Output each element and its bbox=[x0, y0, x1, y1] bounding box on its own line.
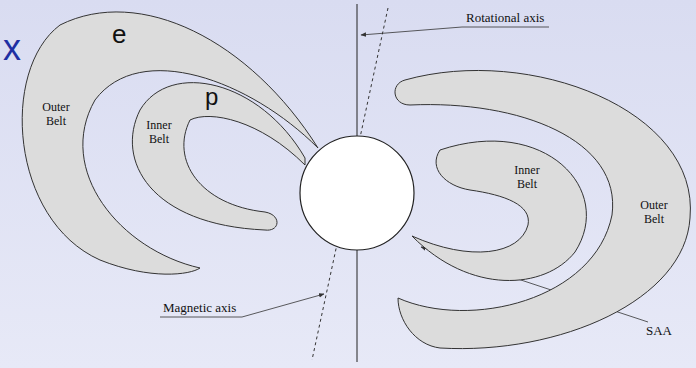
belt-shape bbox=[395, 70, 690, 348]
belt-shape bbox=[412, 141, 586, 280]
belt-region: Outer Belt bbox=[385, 45, 695, 360]
leader-line bbox=[361, 27, 462, 35]
label-underline bbox=[462, 27, 549, 28]
label-underline bbox=[160, 317, 242, 318]
belt-shape bbox=[132, 83, 305, 231]
belt-label: Outer Belt bbox=[34, 100, 78, 128]
title-fragment: x bbox=[3, 30, 21, 66]
particle-label: p bbox=[205, 85, 218, 109]
particle-label: e bbox=[112, 21, 126, 47]
region-label: SAA bbox=[646, 324, 672, 337]
belt-label: Outer Belt bbox=[630, 198, 678, 226]
belt-outline bbox=[405, 115, 585, 305]
belt-label: Inner Belt bbox=[508, 163, 546, 191]
axis-label: Rotational axis bbox=[466, 11, 544, 24]
belt-shape bbox=[22, 12, 318, 274]
axis-label: Magnetic axis bbox=[163, 301, 236, 314]
belt-outline bbox=[120, 55, 310, 240]
leader-line bbox=[242, 294, 324, 317]
belt-label: Inner Belt bbox=[138, 118, 180, 146]
belt-region: Inner Belt bbox=[120, 55, 310, 240]
belt-region: Inner Belt bbox=[405, 115, 585, 305]
earth-circle bbox=[300, 136, 414, 250]
